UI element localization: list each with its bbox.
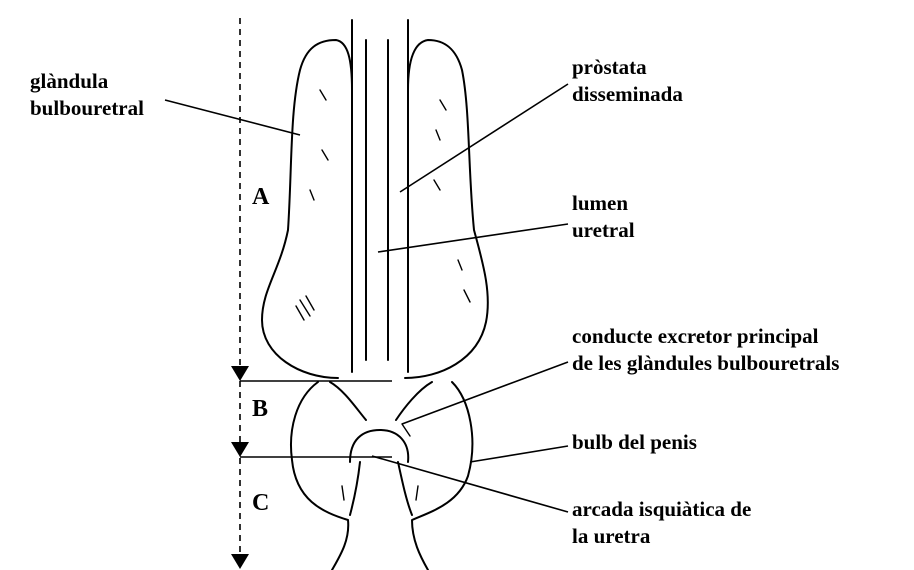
label-line: uretral bbox=[572, 217, 635, 244]
segment-label-b: B bbox=[252, 396, 268, 423]
right-gland-outline bbox=[405, 40, 488, 378]
arrowhead-c bbox=[231, 554, 249, 569]
label-line: pròstata bbox=[572, 54, 683, 81]
arrowhead-b bbox=[231, 442, 249, 457]
hatch-mark bbox=[434, 180, 440, 190]
hatch-mark bbox=[320, 90, 326, 100]
label-line: lumen bbox=[572, 190, 635, 217]
label-disseminated-prostate: pròstata disseminada bbox=[572, 54, 683, 108]
label-urethral-lumen: lumen uretral bbox=[572, 190, 635, 244]
hatch-mark bbox=[310, 190, 314, 200]
segment-label-a: A bbox=[252, 184, 269, 211]
leader-penile-bulb bbox=[470, 446, 568, 462]
arrowhead-a bbox=[231, 366, 249, 381]
hatch-mark bbox=[440, 100, 446, 110]
hatch-mark bbox=[342, 486, 344, 500]
segment-label-c: C bbox=[252, 490, 269, 517]
label-line: de les glàndules bulbouretrals bbox=[572, 350, 839, 377]
label-line: la uretra bbox=[572, 523, 751, 550]
label-line: disseminada bbox=[572, 81, 683, 108]
label-line: bulb del penis bbox=[572, 429, 697, 456]
hatch-mark bbox=[464, 290, 470, 302]
label-penile-bulb: bulb del penis bbox=[572, 429, 697, 456]
leader-bulbourethral-gland bbox=[165, 100, 300, 135]
excretory-duct-left bbox=[330, 382, 366, 420]
hatch-mark bbox=[458, 260, 462, 270]
hatch-mark bbox=[402, 424, 410, 436]
penile-bulb-outline bbox=[291, 382, 472, 570]
label-ischiatic-arch: arcada isquiàtica de la uretra bbox=[572, 496, 751, 550]
arch-stem-right bbox=[398, 462, 412, 515]
arch-stem-left bbox=[350, 462, 360, 515]
hatch-mark bbox=[300, 300, 310, 316]
label-bulbourethral-gland: glàndula bulbouretral bbox=[30, 68, 144, 122]
label-line: glàndula bbox=[30, 68, 144, 95]
hatch-mark bbox=[322, 150, 328, 160]
hatch-mark bbox=[306, 296, 314, 310]
leader-disseminated-prostate bbox=[400, 84, 568, 192]
label-main-excretory-duct: conducte excretor principal de les glànd… bbox=[572, 323, 839, 377]
label-line: bulbouretral bbox=[30, 95, 144, 122]
label-line: arcada isquiàtica de bbox=[572, 496, 751, 523]
hatch-mark bbox=[416, 486, 418, 500]
leader-excretory-duct bbox=[402, 362, 568, 424]
hatch-mark bbox=[436, 130, 440, 140]
label-line: conducte excretor principal bbox=[572, 323, 839, 350]
left-gland-outline bbox=[262, 40, 352, 378]
hatch-mark bbox=[296, 306, 304, 320]
